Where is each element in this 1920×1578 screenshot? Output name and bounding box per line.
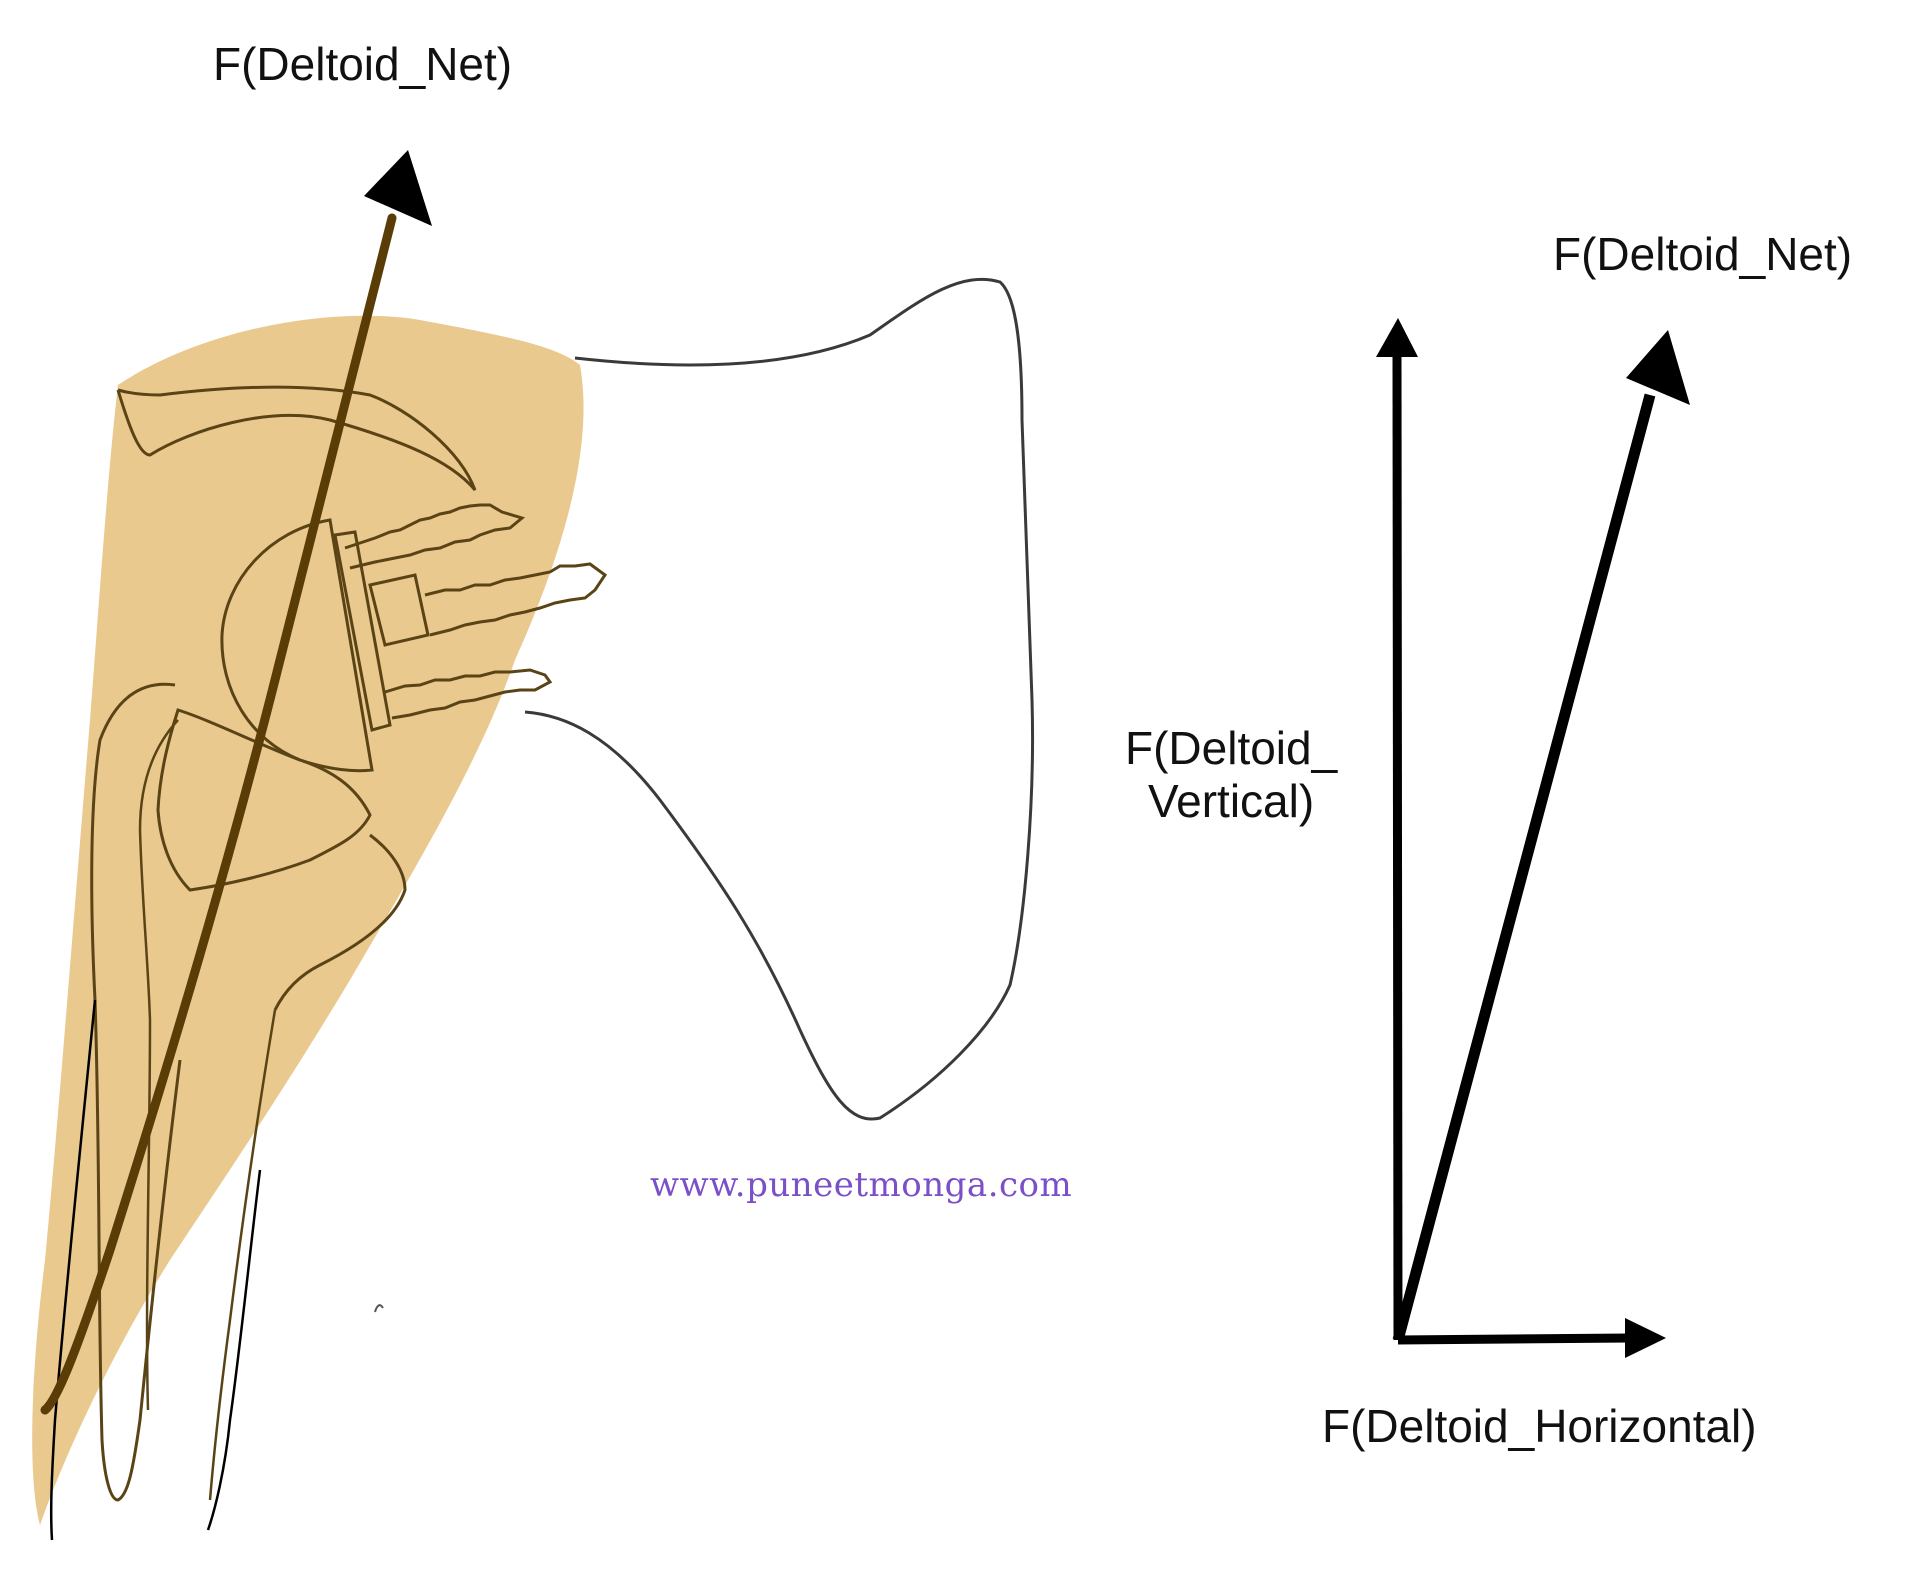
label-deltoid-vertical-line2: Vertical): [1148, 774, 1315, 827]
net-component-arrow-shaft: [1392, 393, 1656, 1342]
screw-middle-outline: [424, 562, 608, 637]
humerus-outer-right: [206, 1169, 262, 1531]
net-component-arrowhead-right: [1626, 330, 1690, 405]
watermark-text: www.puneetmonga.com: [650, 1165, 1073, 1205]
scapula-outline: [524, 277, 1035, 1121]
humerus-stem-right: [208, 1009, 277, 1501]
horizontal-component-arrowhead: [1625, 1318, 1666, 1358]
vertical-component-arrowhead: [1376, 318, 1418, 357]
baseplate-outline: [333, 530, 392, 732]
humeral-tray-outline: [273, 833, 407, 1011]
humerus-inner-left: [138, 719, 179, 1411]
label-deltoid-vertical-line1: F(Deltoid_: [1125, 722, 1338, 774]
deltoid-muscle: [32, 315, 584, 1525]
label-deltoid-net-right: F(Deltoid_Net): [1553, 228, 1853, 280]
baseplate-peg-outline: [368, 573, 430, 647]
acromion-outline: [116, 385, 477, 491]
screw-upper-outline: [344, 503, 526, 570]
screw-lower-outline: [384, 668, 553, 720]
label-deltoid-horizontal: F(Deltoid_Horizontal): [1322, 1400, 1757, 1452]
stray-mark: [374, 1304, 384, 1313]
humeral-cup-outline: [156, 708, 372, 892]
deltoid-net-force-line: [40, 213, 397, 1415]
label-deltoid-vertical: F(Deltoid_ Vertical): [1125, 722, 1337, 828]
label-deltoid-net-left: F(Deltoid_Net): [213, 38, 513, 90]
glenosphere-outline: [220, 518, 374, 773]
deltoid-net-arrowhead-left: [364, 150, 432, 226]
vertical-component-arrow-shaft: [1392, 354, 1403, 1341]
horizontal-component-arrow-shaft: [1397, 1333, 1631, 1345]
humerus-outer-left-lower: [49, 999, 97, 1541]
